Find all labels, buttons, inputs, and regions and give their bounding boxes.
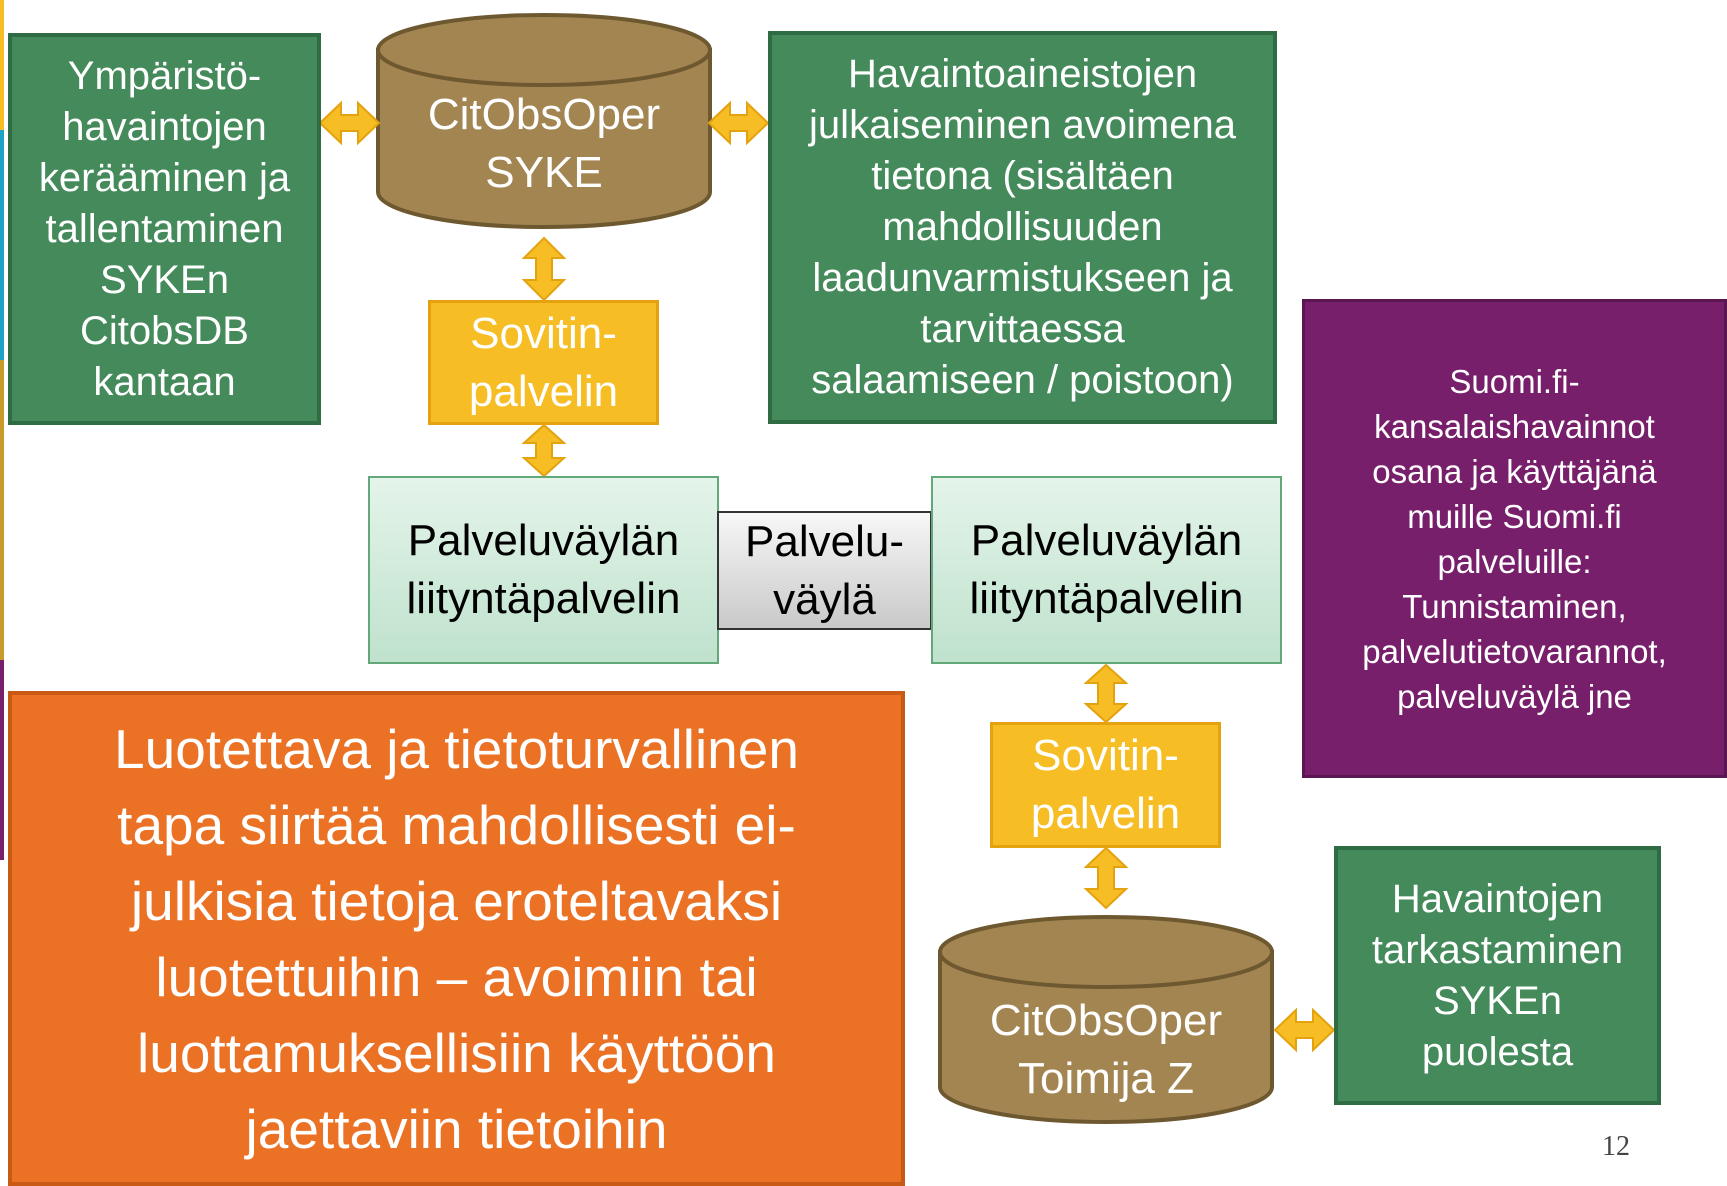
arrow-db-check [1273, 1007, 1336, 1053]
arrow-adapter-bus-left [521, 423, 567, 478]
check-text: Havaintojen tarkastaminen SYKEn puolesta [1371, 876, 1624, 1074]
edge-accent-purple [0, 660, 4, 860]
database-syke-shape [376, 13, 712, 229]
check-box: Havaintojen tarkastaminen SYKEn puolesta [1334, 846, 1661, 1105]
trusted-transfer-box: Luotettava ja tietoturvallinen tapa siir… [8, 691, 905, 1186]
arrow-bus-adapter-right [1083, 663, 1129, 724]
page-number: 12 [1602, 1131, 1630, 1162]
trusted-transfer-text: Luotettava ja tietoturvallinen tapa siir… [114, 717, 799, 1160]
edge-accent-top [0, 0, 4, 130]
adapter-bottom-text: Sovitin- palvelin [1030, 731, 1181, 838]
edge-accent-gold [0, 360, 4, 660]
suomifi-box: Suomi.fi- kansalaishavainnot osana ja kä… [1302, 299, 1727, 778]
publish-text: Havaintoaineistojen julkaiseminen avoime… [809, 52, 1236, 402]
collect-text: Ympäristö- havaintojen kerääminen ja tal… [38, 53, 291, 404]
adapter-top-box: Sovitin- palvelin [428, 300, 659, 425]
bus-interface-left-text: Palveluväylän liityntäpalvelin [406, 516, 681, 623]
publish-box: Havaintoaineistojen julkaiseminen avoime… [768, 31, 1277, 424]
bus-interface-right-box: Palveluväylän liityntäpalvelin [931, 476, 1282, 664]
suomifi-text: Suomi.fi- kansalaishavainnot osana ja kä… [1362, 362, 1667, 715]
adapter-top-text: Sovitin- palvelin [468, 308, 619, 416]
database-operator-shape [938, 915, 1274, 1124]
arrow-db-adapter-top [521, 236, 567, 302]
arrow-collect-db [318, 100, 381, 146]
database-syke-label: CitObsOper SYKE [427, 90, 661, 197]
adapter-bottom-box: Sovitin- palvelin [990, 722, 1221, 848]
service-bus-box: Palvelu- väylä [717, 511, 932, 630]
collect-box: Ympäristö- havaintojen kerääminen ja tal… [8, 33, 321, 425]
arrow-db-publish [707, 100, 770, 146]
bus-interface-left-box: Palveluväylän liityntäpalvelin [368, 476, 719, 664]
edge-accent-teal [0, 130, 4, 360]
arrow-adapter-db-bottom [1083, 846, 1129, 910]
bus-interface-right-text: Palveluväylän liityntäpalvelin [969, 516, 1244, 623]
database-operator-label: CitObsOper Toimija Z [989, 996, 1223, 1103]
service-bus-text: Palvelu- väylä [745, 516, 904, 624]
